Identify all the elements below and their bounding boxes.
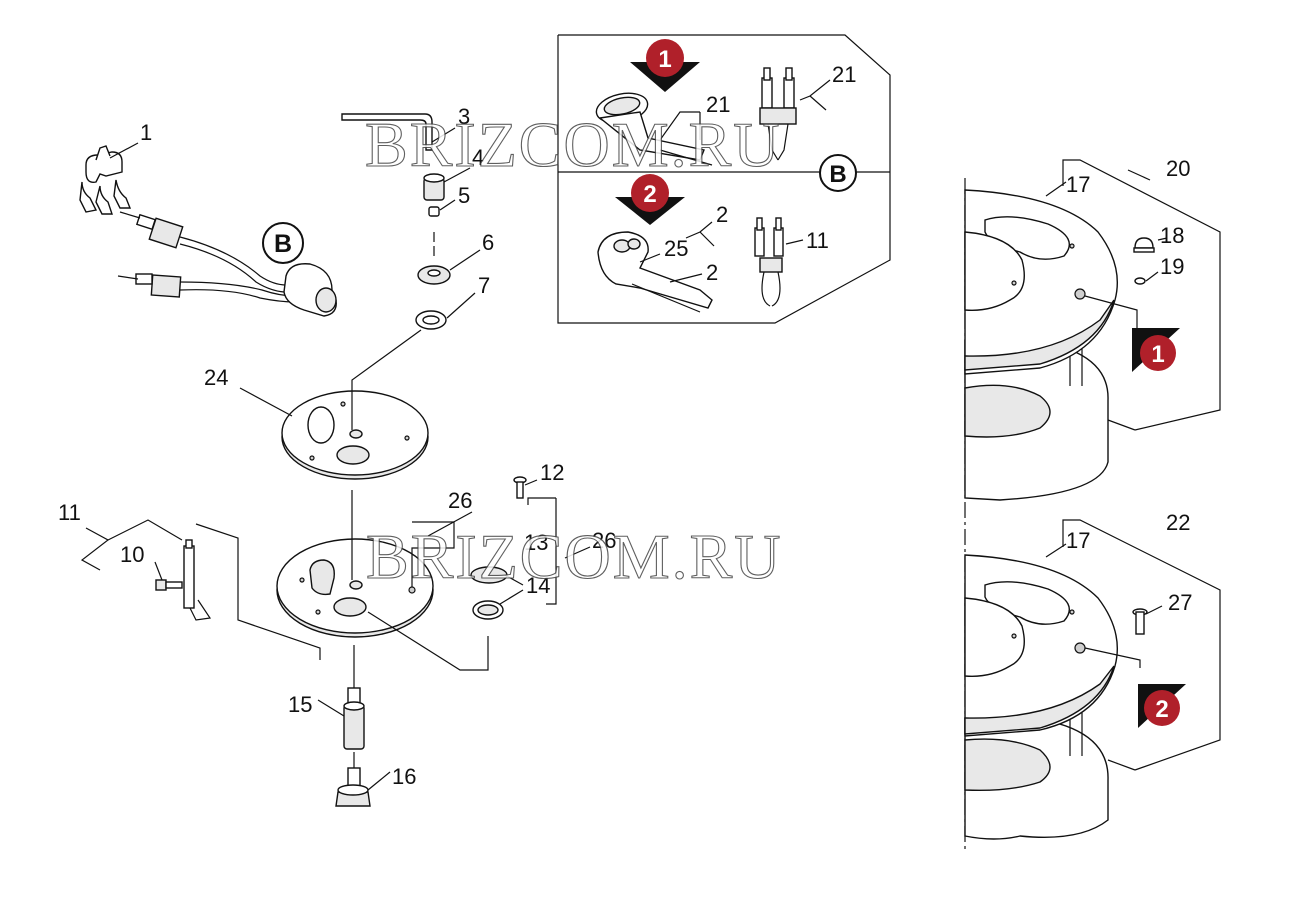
callout-inset-2-b: 2 — [706, 260, 718, 285]
variant-2-label: 2 — [643, 181, 656, 208]
callout-17-b: 17 — [1066, 528, 1090, 553]
callout-inset-11: 11 — [806, 228, 829, 253]
gasket-13 — [470, 566, 508, 584]
nozzle-insert-5 — [428, 206, 440, 217]
callout-5: 5 — [458, 183, 470, 208]
ignition-connector-v1 — [759, 67, 797, 161]
callout-27: 27 — [1168, 590, 1192, 615]
svg-text:B: B — [274, 230, 292, 258]
burner-head-assembly-1: 1 — [964, 159, 1221, 850]
gasket-14 — [472, 600, 504, 620]
callout-13: 13 — [524, 530, 548, 555]
callout-17-a: 17 — [1066, 172, 1090, 197]
connector-b-marker-inset: B — [819, 154, 857, 192]
cable-clip-1 — [79, 145, 132, 215]
svg-text:2: 2 — [1155, 696, 1168, 723]
callout-6: 6 — [482, 230, 494, 255]
callout-24: 24 — [204, 365, 228, 390]
screw-10 — [155, 579, 183, 591]
callout-14: 14 — [526, 573, 550, 598]
nut-6 — [417, 265, 451, 285]
ignition-cable-assembly — [117, 211, 337, 317]
watermark-top: BRIZCOM.RU — [365, 109, 782, 180]
nozzle-holder-15 — [343, 687, 365, 750]
callout-20: 20 — [1166, 156, 1190, 181]
callout-19: 19 — [1160, 254, 1184, 279]
inset-leaders — [639, 79, 831, 283]
callout-22: 22 — [1166, 510, 1190, 535]
fitting-16 — [335, 767, 371, 807]
svg-text:B: B — [829, 161, 846, 188]
callout-inset-21-b: 21 — [832, 62, 856, 87]
ignition-cable-boot-v2 — [597, 231, 713, 313]
callout-18: 18 — [1160, 223, 1184, 248]
screw-12 — [513, 476, 527, 499]
ignition-connector-v2 — [754, 217, 784, 307]
washer-7 — [415, 310, 447, 330]
left-leaders — [80, 127, 591, 791]
callout-labels: 1 3 4 5 6 7 24 11 10 26 12 13 26 14 15 1… — [58, 62, 1192, 789]
callout-16: 16 — [392, 764, 416, 789]
callout-4: 4 — [472, 145, 484, 170]
burner-plate-26 — [276, 538, 434, 638]
ignition-cable-boot-v1 — [595, 92, 713, 166]
watermark-middle: BRIZCOM.RU — [366, 521, 783, 592]
callout-11: 11 — [58, 500, 81, 525]
callout-10: 10 — [120, 542, 144, 567]
callout-3: 3 — [458, 104, 470, 129]
callout-26-a: 26 — [448, 488, 472, 513]
callout-inset-25: 25 — [664, 236, 688, 261]
svg-text:1: 1 — [1151, 341, 1164, 368]
variant-1-arrow-marker: 1 — [630, 39, 700, 92]
callout-inset-2-a: 2 — [716, 202, 728, 227]
burner-head-assembly-2: 2 — [964, 519, 1221, 840]
callout-15: 15 — [288, 692, 312, 717]
variant-2-arrow-marker: 2 — [615, 174, 685, 225]
variant-1-label: 1 — [658, 46, 671, 73]
hex-key-3 — [341, 113, 433, 151]
callout-12: 12 — [540, 460, 564, 485]
callout-26-b: 26 — [592, 528, 616, 553]
watermarks: BRIZCOM.RU BRIZCOM.RU — [364, 108, 783, 592]
callout-7: 7 — [478, 273, 490, 298]
electrode-11 — [183, 539, 212, 621]
connector-b-marker: B — [262, 222, 304, 264]
burner-plate-24 — [281, 390, 429, 480]
nozzle-4 — [423, 173, 445, 201]
callout-1: 1 — [140, 120, 152, 145]
callout-inset-21-a: 21 — [706, 92, 730, 117]
